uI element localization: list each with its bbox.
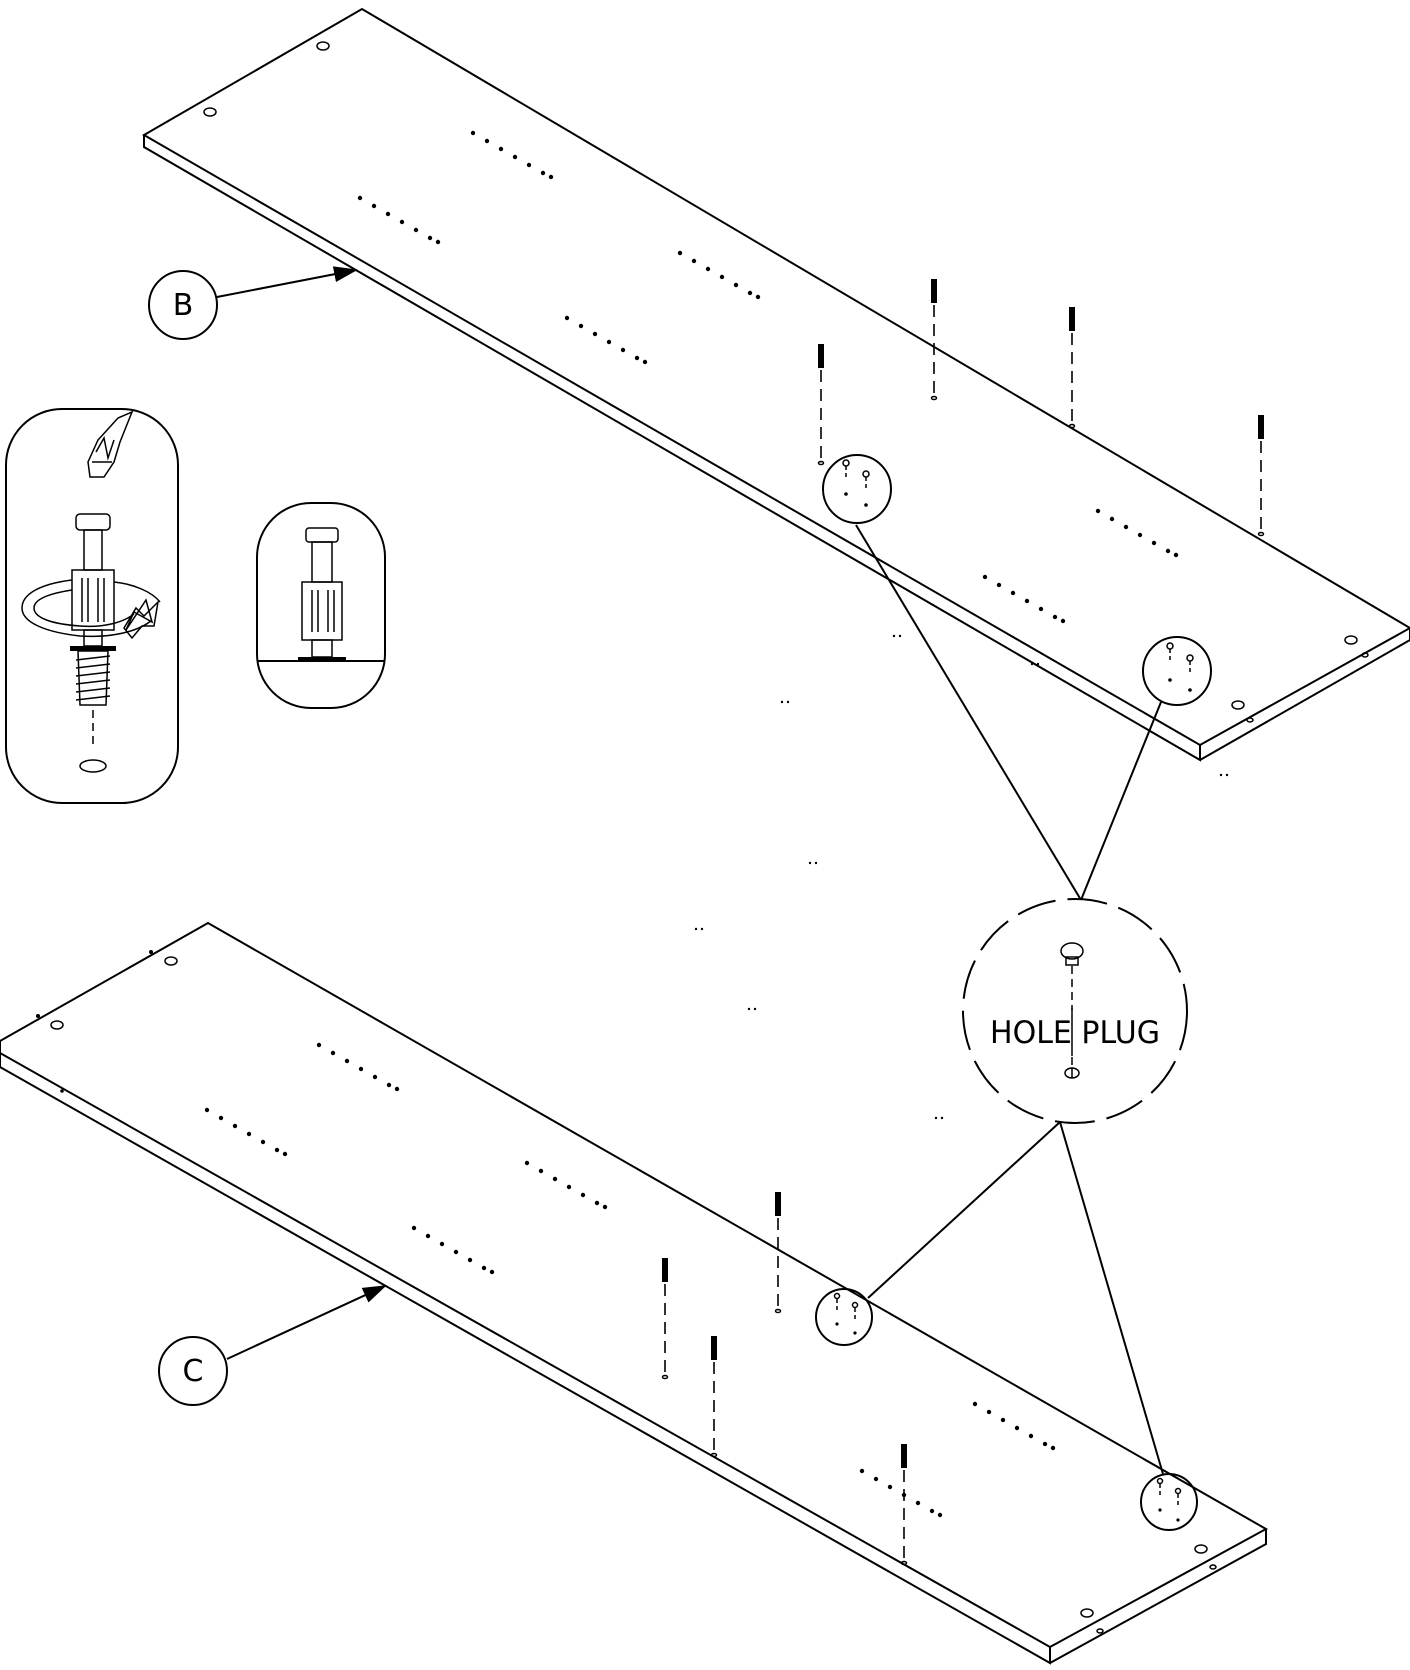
cam-install-inset (5, 408, 179, 804)
panel-c-label-text: C (183, 1354, 204, 1389)
screwdriver-icon (87, 410, 134, 478)
detail-circle (822, 454, 892, 524)
hole-row (357, 195, 441, 245)
hole-row (982, 574, 1066, 624)
hole-row (677, 250, 761, 300)
cam-dowel-icon (70, 513, 116, 773)
hole-plug-detail: HOLE PLUG (855, 524, 1188, 1475)
cam-dowel-icon (774, 1192, 782, 1314)
hole-row (524, 1160, 608, 1210)
detail-circle (815, 1288, 873, 1346)
hole-row (972, 1401, 1056, 1451)
rotate-arrow-icon (21, 579, 161, 640)
cam-dowel-icon (710, 1336, 718, 1458)
hole-row (204, 1107, 288, 1157)
stray-marks (694, 634, 1229, 1120)
hole-row (1095, 508, 1179, 558)
cam-dowel-icon (900, 1444, 908, 1566)
panel-c (0, 921, 1269, 1665)
detail-circle (1140, 1473, 1198, 1531)
panel-b-label-text: B (173, 288, 194, 323)
panel-b-label: B (148, 266, 358, 340)
hole-row (411, 1225, 495, 1275)
hole-row (859, 1468, 943, 1518)
hole-row (316, 1042, 400, 1092)
hole-row (564, 315, 648, 365)
panel-b (142, 7, 1410, 762)
cam-dowel-icon (661, 1258, 669, 1380)
hole-plug-label: HOLE PLUG (990, 1015, 1160, 1051)
detail-circle (1142, 636, 1212, 706)
hole-row (470, 130, 554, 180)
cam-dowel-icon (817, 344, 825, 466)
cam-dowel-icon (930, 279, 938, 401)
cam-installed-inset (256, 502, 386, 709)
panel-c-label: C (158, 1285, 387, 1406)
cam-dowel-icon (1257, 415, 1265, 537)
cam-dowel-icon (298, 527, 346, 661)
cam-dowel-icon (1068, 307, 1076, 429)
